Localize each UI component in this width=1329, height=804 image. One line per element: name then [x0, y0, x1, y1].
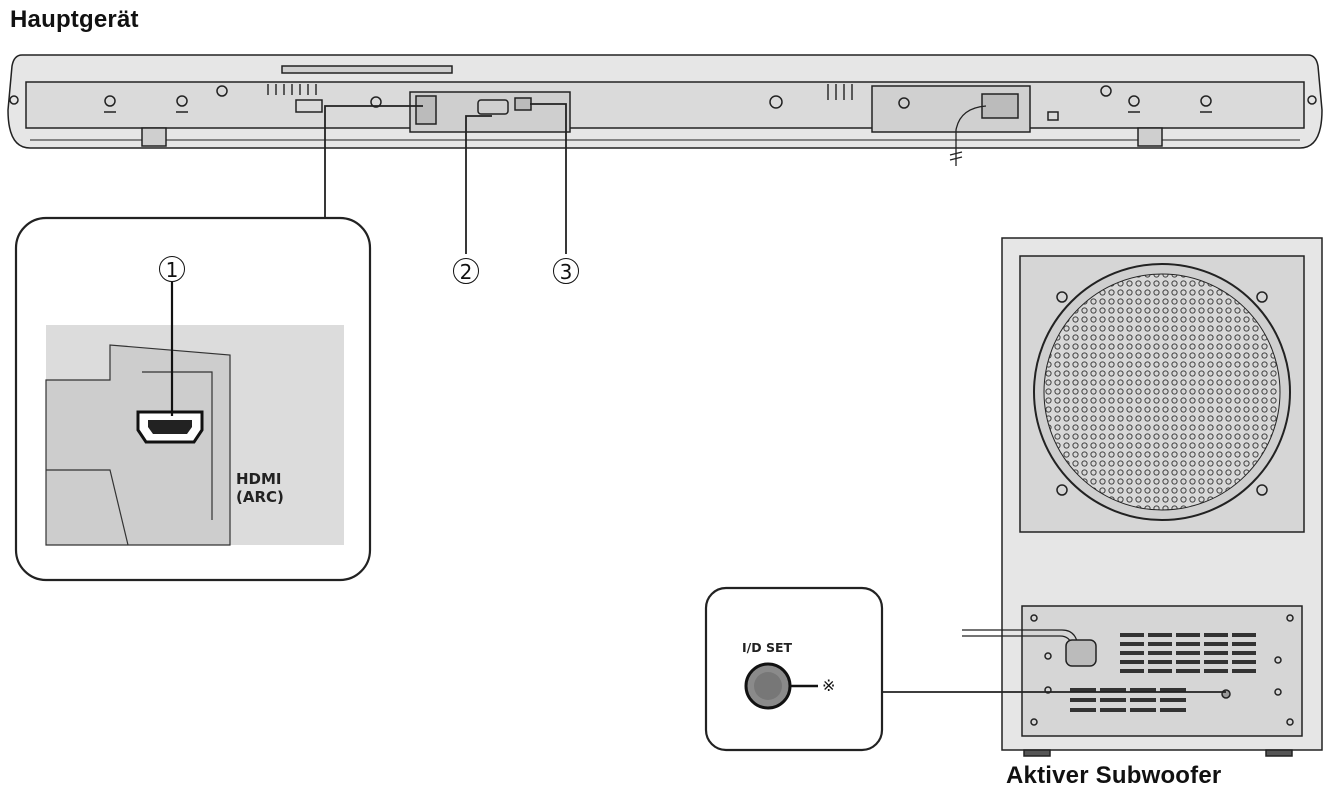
hdmi-label-line1: HDMI: [236, 470, 282, 488]
hdmi-label-line2: (ARC): [236, 488, 284, 506]
hdmi-label: HDMI (ARC): [236, 470, 284, 506]
main-unit-title: Hauptgerät: [10, 6, 139, 33]
subwoofer: [962, 237, 1323, 757]
asterisk-mark: ※: [822, 676, 836, 695]
subwoofer-title: Aktiver Subwoofer: [1006, 762, 1222, 789]
callout-1: 1: [159, 256, 185, 282]
main-unit-soundbar: [7, 54, 1323, 166]
id-set-label: I/D SET: [742, 640, 793, 655]
hdmi-zoom-inset: [14, 216, 372, 582]
callout-3: 3: [553, 258, 579, 284]
id-set-inset: [704, 586, 1226, 752]
callout-lines: [324, 103, 567, 254]
callout-2: 2: [453, 258, 479, 284]
